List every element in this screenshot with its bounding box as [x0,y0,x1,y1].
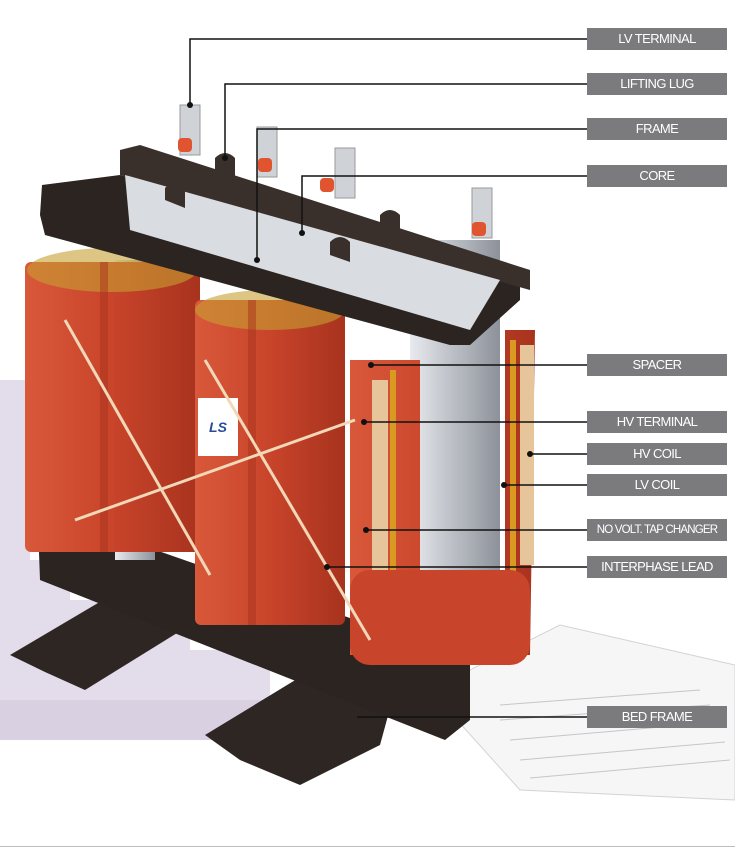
label-lifting-lug: LIFTING LUG [587,73,727,95]
label-core: CORE [587,165,727,187]
label-lv-terminal: LV TERMINAL [587,28,727,50]
ls-logo: LS [209,419,228,435]
hv-coil-winding [372,380,388,600]
label-hv-terminal: HV TERMINAL [587,411,727,433]
core-yoke [125,175,500,330]
rear-frame-beam [120,145,530,290]
label-frame: FRAME [587,118,727,140]
label-hv-coil: HV COIL [587,443,727,465]
leader-lines [189,38,587,718]
label-no-volt-tap-changer: NO VOLT. TAP CHANGER [587,519,727,541]
label-lv-coil: LV COIL [587,474,727,496]
bottom-divider [0,846,735,847]
bottom-frame-beam [38,520,470,740]
terminal-insulators [178,138,486,236]
coil-phase-3-cutaway [350,330,535,665]
coil-phase-2: LS [195,290,345,625]
label-interphase-lead: INTERPHASE LEAD [587,556,727,578]
interphase-leads [63,319,372,641]
ls-logo-plate [198,398,238,456]
leader-dots [187,102,533,570]
label-spacer: SPACER [587,354,727,376]
label-bed-frame: BED FRAME [587,706,727,728]
lifting-lugs [165,153,400,262]
